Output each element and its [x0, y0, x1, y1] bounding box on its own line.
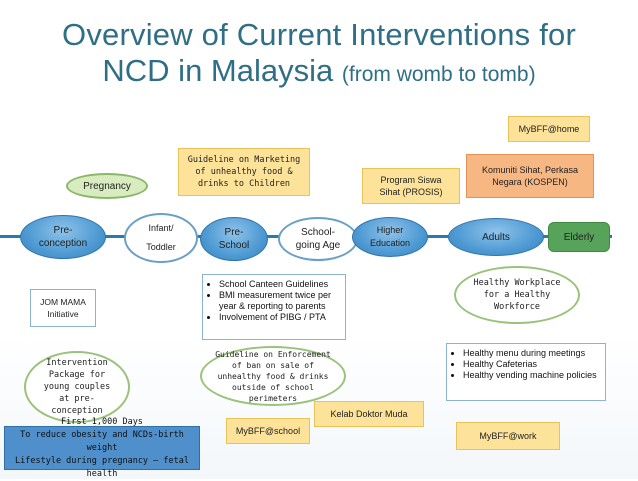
stage-school-age: School-going Age [278, 217, 358, 261]
intervention-package-ellipse: Intervention Package for young couples a… [24, 351, 130, 423]
school-interventions-box: School Canteen Guidelines BMI measuremen… [202, 274, 346, 340]
first-1000-line3: Lifestyle during pregnancy – fetal healt… [15, 455, 189, 479]
kospen-box: Komuniti Sihat, Perkasa Negara (KOSPEN) [466, 154, 594, 198]
mybff-home-box: MyBFF@home [508, 116, 590, 142]
healthy-workplace-ellipse: Healthy Workplace for a Healthy Workforc… [454, 266, 580, 324]
jom-mama-box: JOM MAMA Initiative [30, 289, 96, 327]
work-interventions-box: Healthy menu during meetings Healthy Caf… [446, 343, 606, 401]
title-subtitle: (from womb to tomb) [341, 63, 536, 86]
stage-toddler-label: Toddler [146, 242, 176, 252]
stage-elderly: Elderly [548, 222, 610, 252]
first-1000-title: First 1,000 Days [61, 416, 143, 427]
mybff-school-box: MyBFF@school [226, 418, 310, 444]
first-1000-line2: To reduce obesity and NCDs-birth weight [20, 429, 184, 453]
stage-infant-label: Infant/ [148, 223, 174, 233]
stage-preschool: Pre-School [200, 217, 268, 261]
stage-infant-toddler: Infant/ Toddler [124, 213, 198, 263]
work-bullet-list: Healthy menu during meetings Healthy Caf… [451, 348, 597, 381]
stage-pregnancy: Pregnancy [66, 173, 148, 199]
school-bullet-item: School Canteen Guidelines [219, 279, 341, 290]
school-bullet-list: School Canteen Guidelines BMI measuremen… [207, 279, 341, 323]
work-bullet-item: Healthy vending machine policies [463, 370, 597, 381]
mybff-work-box: MyBFF@work [456, 422, 560, 450]
first-1000-days-box: First 1,000 Days To reduce obesity and N… [4, 417, 200, 479]
work-bullet-item: Healthy Cafeterias [463, 359, 597, 370]
stage-adults: Adults [448, 218, 544, 256]
stage-preconception: Pre-conception [20, 215, 106, 259]
school-bullet-item: Involvement of PIBG / PTA [219, 312, 341, 323]
kelab-doktor-muda-box: Kelab Doktor Muda [314, 401, 424, 427]
work-bullet-item: Healthy menu during meetings [463, 348, 597, 359]
guideline-enforcement-ellipse: Guideline on Enforcement of ban on sale … [200, 346, 346, 406]
slide-title-line2: NCD in Malaysia (from womb to tomb) [0, 53, 638, 89]
stage-higher-education: Higher Education [352, 217, 428, 257]
slide-title-line1: Overview of Current Interventions for [62, 17, 576, 52]
prosis-box: Program Siswa Sihat (PROSIS) [362, 168, 460, 204]
guideline-marketing-box: Guideline on Marketing of unhealthy food… [178, 148, 310, 196]
school-bullet-item: BMI measurement twice per year & reporti… [219, 290, 341, 312]
title-main: NCD in Malaysia [102, 53, 334, 88]
